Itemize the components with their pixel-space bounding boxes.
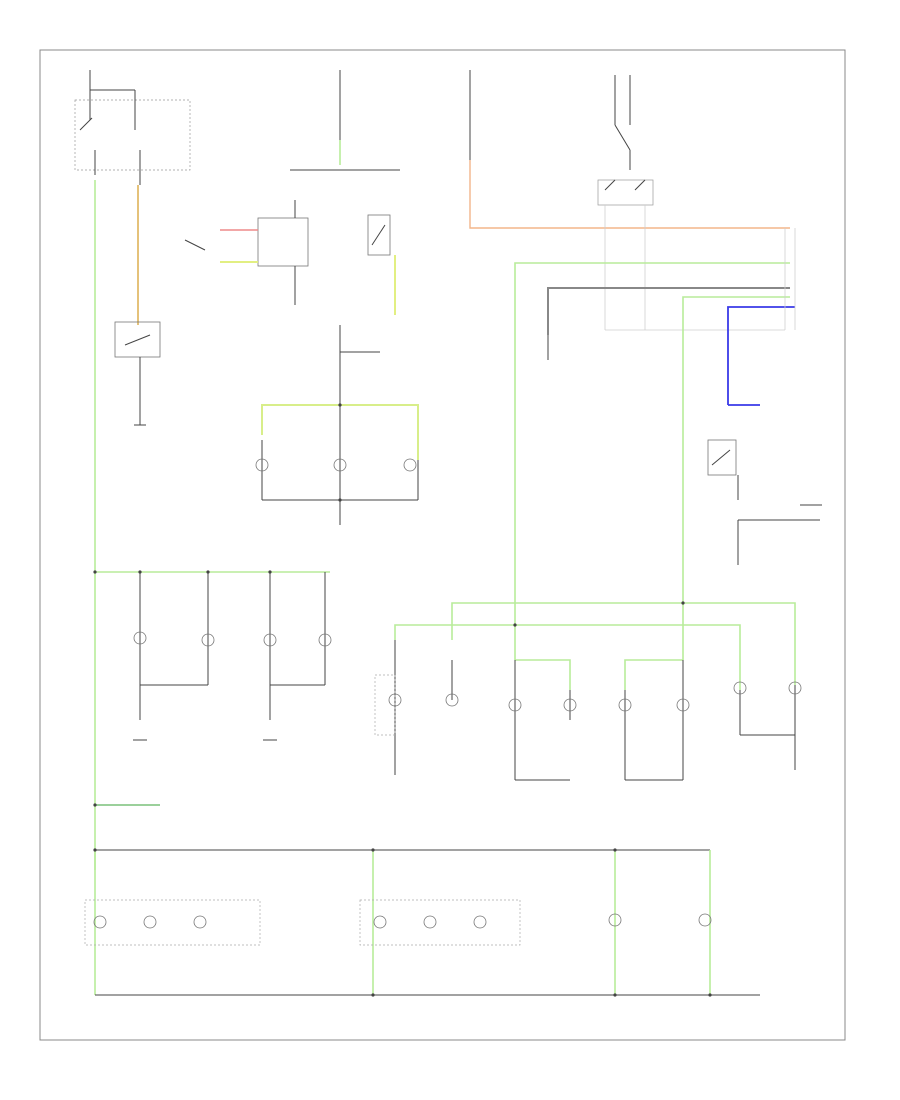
right-harness <box>514 228 822 570</box>
fuse-block-left <box>74 70 191 171</box>
junction-dots <box>93 403 685 852</box>
bottom-lamp-group <box>84 848 760 997</box>
left-lamp-group <box>133 572 332 741</box>
diagram-frame <box>39 49 846 1041</box>
brake-switch <box>367 214 396 315</box>
fuse-3 <box>469 70 790 229</box>
fuse-relay-1 <box>94 150 141 185</box>
right-lamp-group <box>374 570 802 781</box>
center-lamp-cluster <box>255 325 419 525</box>
dimmer-relay <box>184 169 400 305</box>
ignition-switch <box>597 75 785 331</box>
headlight-switch <box>114 321 161 426</box>
